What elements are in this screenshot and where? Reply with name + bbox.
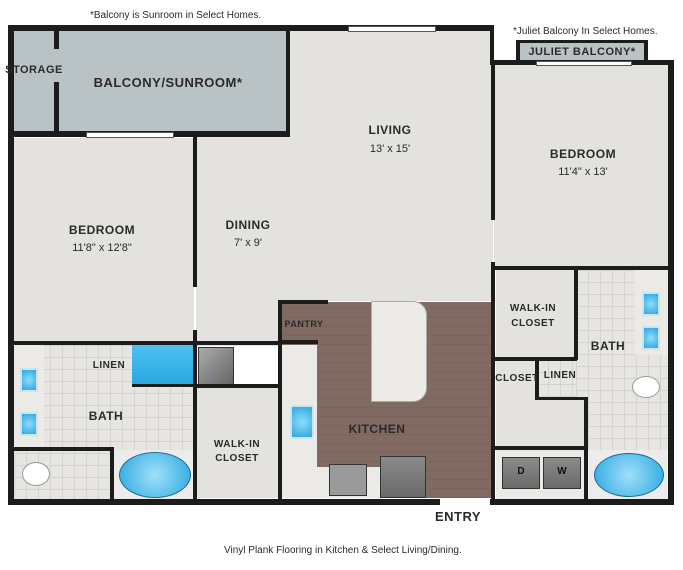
wall (491, 65, 495, 220)
walkin-closet-right (496, 270, 576, 358)
wall (193, 137, 197, 287)
wall (14, 447, 110, 451)
kitchen-sink-icon (290, 405, 314, 439)
walkin-right-label-2: CLOSET (511, 318, 555, 329)
bedroom-right-label: BEDROOM (549, 147, 617, 161)
wall (8, 25, 14, 505)
wall (495, 446, 587, 450)
dining-label: DINING (225, 218, 271, 232)
walkin-left-label-2: CLOSET (215, 453, 259, 464)
sink-icon (642, 292, 660, 316)
wall (490, 25, 494, 65)
bath-right-label: BATH (590, 339, 626, 353)
toilet-icon (22, 462, 50, 486)
bedroom-right (494, 64, 668, 268)
bath-left-label: BATH (88, 409, 124, 423)
balcony-note: *Balcony is Sunroom in Select Homes. (90, 10, 262, 21)
kitchen-island (371, 301, 427, 402)
wall (110, 447, 114, 502)
wall (54, 31, 59, 49)
bedroom-left (14, 138, 194, 343)
living-label: LIVING (368, 123, 412, 137)
window (348, 26, 436, 32)
dining-lower (196, 301, 281, 346)
sink-icon (20, 368, 38, 392)
entry-door[interactable] (440, 499, 490, 505)
bedroom-left-dims: 11'8" x 12'8" (72, 242, 132, 254)
wall (516, 40, 648, 43)
entry-label: ENTRY (434, 509, 482, 524)
wall (491, 262, 495, 500)
wall (8, 341, 278, 345)
living-room (289, 31, 493, 301)
walkin-right-label: WALK-IN (509, 303, 557, 314)
wall (535, 397, 587, 400)
wall (574, 270, 578, 360)
bathtub-icon (119, 452, 191, 498)
wall (584, 397, 588, 503)
bathtub-icon (594, 453, 664, 497)
wall (668, 60, 674, 505)
pantry-label: PANTRY (284, 319, 324, 329)
linen-right-label: LINEN (543, 370, 577, 381)
storage-label: STORAGE (5, 64, 63, 76)
laundry-hall (496, 400, 586, 448)
kitchen-label: KITCHEN (348, 422, 406, 436)
wall (286, 31, 290, 134)
shower-drain-icon (198, 347, 234, 385)
wall (194, 384, 280, 388)
wall (278, 302, 282, 502)
dining-dims: 7' x 9' (233, 237, 263, 249)
shower-left (132, 345, 194, 385)
linen-right (536, 360, 576, 400)
bedroom-left-label: BEDROOM (68, 223, 136, 237)
window (536, 61, 632, 66)
bedroom-right-dims: 11'4" x 13' (558, 166, 608, 178)
refrigerator-icon (380, 456, 426, 498)
wall (278, 300, 328, 304)
closet-right-label: CLOSET (495, 373, 539, 384)
sink-icon (20, 412, 38, 436)
walkin-left-label: WALK-IN (213, 439, 261, 450)
wall (644, 40, 648, 64)
flooring-note: Vinyl Plank Flooring in Kitchen & Select… (224, 545, 462, 556)
wall (278, 340, 318, 344)
stove-icon (329, 464, 367, 496)
wall (8, 25, 494, 31)
window (86, 132, 174, 138)
linen-left-label: LINEN (92, 360, 126, 371)
sink-icon (642, 326, 660, 350)
living-dims: 13' x 15' (369, 143, 411, 155)
wall (535, 360, 539, 400)
wall (495, 357, 577, 361)
balcony-area (14, 31, 289, 131)
wall (132, 384, 198, 387)
juliet-note: *Juliet Balcony In Select Homes. (513, 26, 658, 37)
washer: W (543, 457, 581, 489)
walkin-closet-left (197, 388, 279, 498)
balcony-label: BALCONY/SUNROOM* (93, 75, 243, 90)
juliet-balcony-label: JULIET BALCONY* (528, 46, 636, 58)
wall (516, 40, 520, 64)
wall (491, 266, 671, 270)
wall (54, 82, 59, 134)
toilet-icon (632, 376, 660, 398)
juliet-balcony (520, 42, 645, 64)
wall (193, 330, 197, 500)
wall (8, 499, 668, 505)
dryer: D (502, 457, 540, 489)
